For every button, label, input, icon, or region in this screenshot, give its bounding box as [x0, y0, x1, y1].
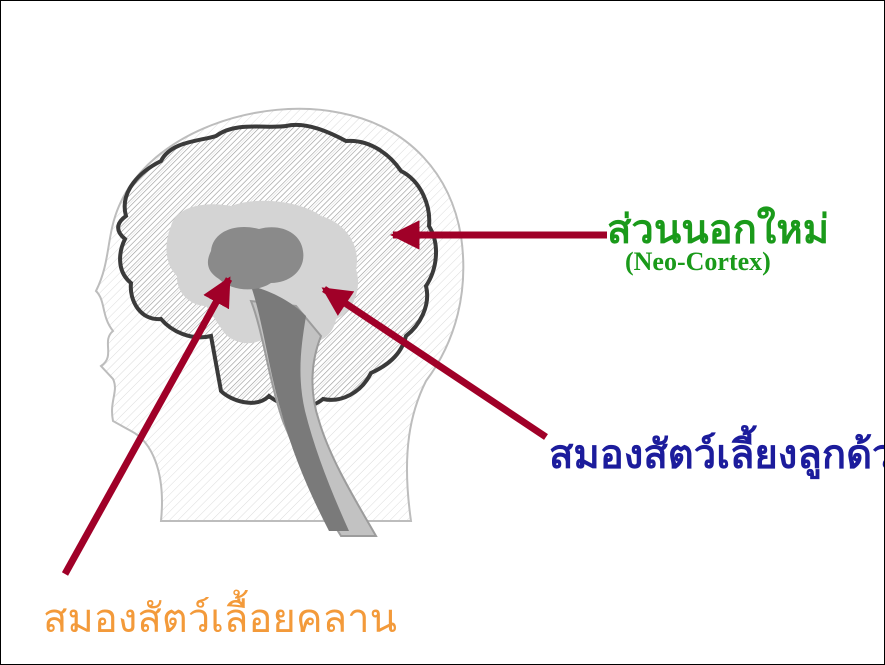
reptilian-brain-label: สมองสัตว์เลื้อยคลาน — [43, 586, 397, 650]
neocortex-english-label: (Neo-Cortex) — [625, 247, 771, 277]
mammalian-brain-label: สมองสัตว์เลี้ยงลูกด้วยนม — [549, 422, 885, 486]
